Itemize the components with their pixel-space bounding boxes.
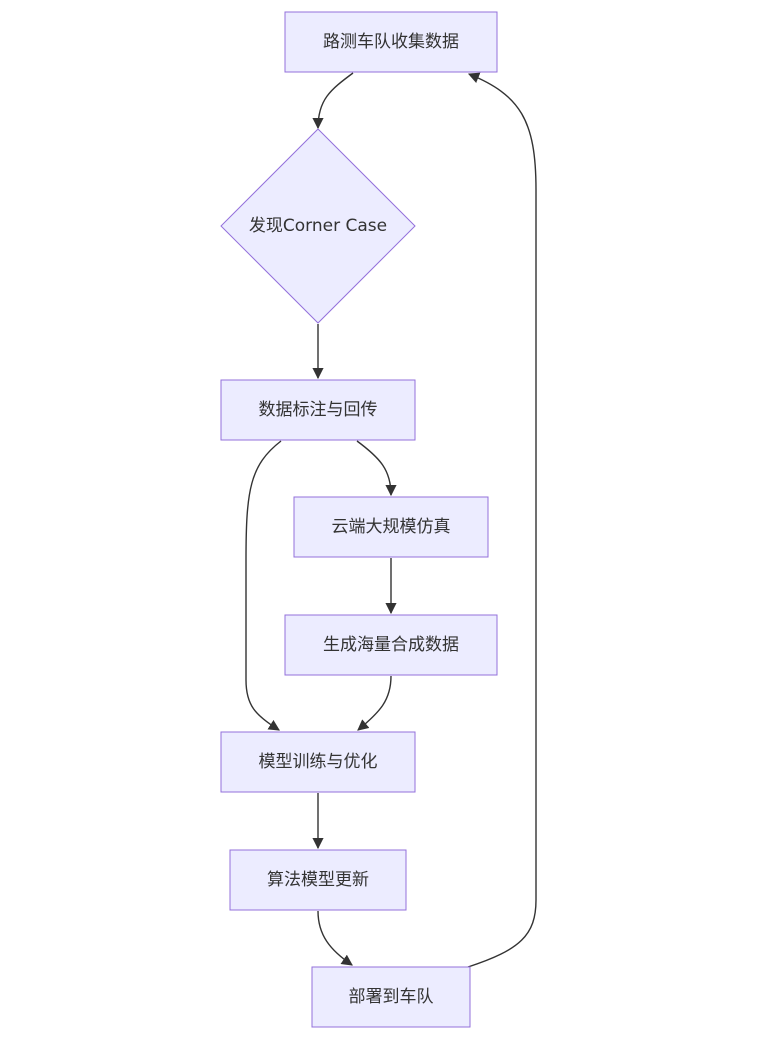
edge-update-deploy bbox=[317, 910, 353, 966]
edge-label-train bbox=[245, 440, 282, 731]
node-corner[interactable]: 发现Corner Case bbox=[220, 128, 416, 324]
node-sim[interactable]: 云端大规模仿真 bbox=[293, 496, 489, 558]
node-update[interactable]: 算法模型更新 bbox=[229, 849, 407, 911]
node-train[interactable]: 模型训练与优化 bbox=[220, 731, 416, 793]
process-box-shape bbox=[293, 496, 489, 558]
node-deploy[interactable]: 部署到车队 bbox=[311, 966, 471, 1028]
edge-collect-corner bbox=[312, 72, 354, 130]
edge-label-sim bbox=[356, 440, 397, 497]
node-label-corner: 发现Corner Case bbox=[249, 216, 387, 236]
edge-synth-train bbox=[357, 675, 392, 731]
node-label-sim: 云端大规模仿真 bbox=[332, 517, 451, 537]
process-box-shape bbox=[284, 11, 498, 73]
process-box-shape bbox=[220, 379, 416, 441]
node-label-synth: 生成海量合成数据 bbox=[323, 635, 459, 655]
node-label-update: 算法模型更新 bbox=[267, 870, 369, 890]
node-collect[interactable]: 路测车队收集数据 bbox=[284, 11, 498, 73]
node-label[interactable]: 数据标注与回传 bbox=[220, 379, 416, 441]
process-box-shape bbox=[311, 966, 471, 1028]
process-box-shape bbox=[220, 731, 416, 793]
node-label-train: 模型训练与优化 bbox=[259, 752, 378, 772]
node-synth[interactable]: 生成海量合成数据 bbox=[284, 614, 498, 676]
process-box-shape bbox=[284, 614, 498, 676]
edge-deploy-collect bbox=[467, 72, 537, 968]
decision-diamond-shape bbox=[220, 128, 416, 324]
node-label-label: 数据标注与回传 bbox=[259, 400, 378, 420]
process-box-shape bbox=[229, 849, 407, 911]
node-label-collect: 路测车队收集数据 bbox=[323, 32, 459, 52]
edges-layer bbox=[245, 72, 537, 968]
node-label-deploy: 部署到车队 bbox=[349, 987, 434, 1007]
